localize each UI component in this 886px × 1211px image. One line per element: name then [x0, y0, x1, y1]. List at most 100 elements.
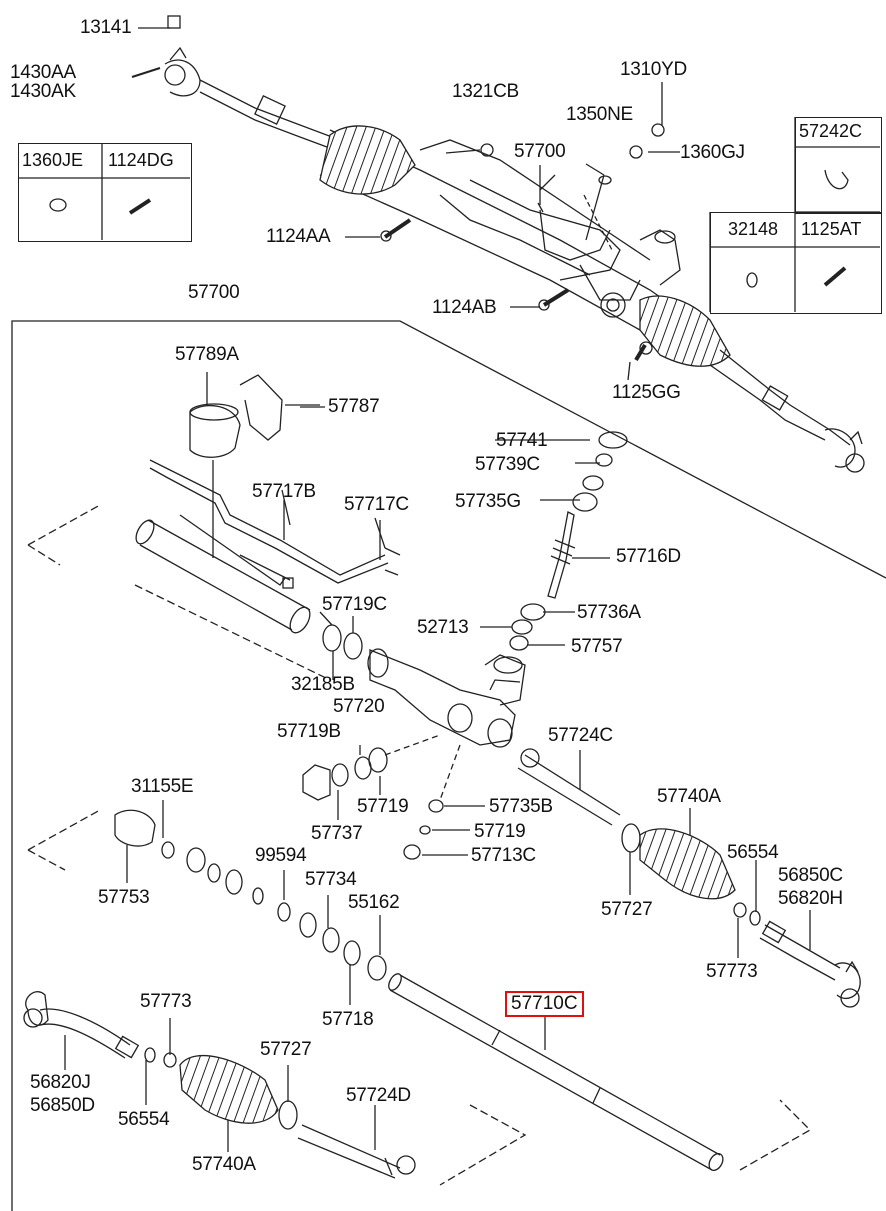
label-57719b: 57719B [277, 721, 341, 742]
clip-57242c [824, 169, 849, 190]
label-31155e: 31155E [131, 776, 194, 797]
label-57719-b: 57719 [474, 821, 526, 842]
label-57718: 57718 [322, 1009, 374, 1030]
label-1310yd: 1310YD [620, 59, 687, 80]
bolt-1124dg [128, 198, 152, 215]
ring-52713 [511, 619, 533, 635]
label-57737: 57737 [311, 823, 363, 844]
label-57727-left: 57727 [260, 1039, 312, 1060]
label-55162: 55162 [348, 892, 400, 913]
label-57739c: 57739C [475, 454, 540, 475]
seal-32185b [322, 624, 342, 652]
label-57719c: 57719C [322, 594, 387, 615]
bearing-57735g [572, 492, 598, 512]
label-1360gj: 1360GJ [680, 142, 745, 163]
table-cell-57242c: 57242C [799, 121, 863, 141]
label-56850d: 56850D [30, 1095, 95, 1116]
label-1430aa: 1430AA [10, 62, 76, 83]
label-1124ab: 1124AB [432, 297, 497, 318]
table-cell-1360je: 1360JE [22, 150, 84, 170]
parts-table-right-bottom [710, 212, 882, 314]
gear-housing [369, 649, 516, 746]
seal-57719c [343, 632, 363, 660]
seal-57735g [582, 475, 604, 491]
label-57710c-highlighted: 57710C [505, 991, 584, 1017]
label-13141: 13141 [80, 17, 132, 38]
label-57753: 57753 [98, 887, 150, 908]
snap-ring-57739c [595, 453, 613, 467]
bolt-1125at [823, 266, 847, 287]
top-right-boot [639, 295, 731, 367]
clamp-57727 [621, 823, 641, 853]
label-1125gg: 1125GG [612, 382, 681, 403]
parts-table-right-top [795, 117, 882, 214]
table-cell-1124dg: 1124DG [108, 150, 174, 170]
label-57713c: 57713C [471, 845, 536, 866]
table-cell-32148: 32148 [728, 219, 779, 239]
label-57741: 57741 [496, 430, 548, 451]
rack-57710c [389, 974, 721, 1171]
inner-tie-rod-57724c [517, 754, 621, 826]
label-57724c: 57724C [548, 725, 613, 746]
clamp-57727-left [278, 1100, 298, 1130]
parts-table-left [18, 143, 192, 242]
pinion-57716d [547, 511, 575, 599]
ring-57736a [520, 603, 546, 621]
label-57789a: 57789A [175, 344, 239, 365]
label-1124aa: 1124AA [266, 226, 331, 247]
label-56554-left: 56554 [118, 1109, 170, 1130]
table-cell-1125at: 1125AT [801, 219, 862, 239]
pipe-57717b [149, 459, 386, 576]
label-1430ak: 1430AK [10, 81, 76, 102]
label-57727-right: 57727 [601, 899, 653, 920]
top-left-boot [319, 125, 416, 195]
label-52713: 52713 [417, 617, 469, 638]
label-57740a-left: 57740A [192, 1154, 256, 1175]
label-56820j: 56820J [30, 1072, 91, 1093]
locknut-57737 [302, 764, 331, 801]
outer-tie-rod-56820j [39, 1008, 131, 1059]
label-32185b: 32185B [291, 674, 355, 695]
label-1321cb: 1321CB [452, 81, 519, 102]
boot-57740a-left [179, 1054, 279, 1124]
label-57700-box: 57700 [188, 282, 240, 303]
label-57719-a: 57719 [357, 796, 409, 817]
bushing-57753 [114, 809, 156, 847]
bushing-57789a [189, 404, 241, 458]
table-left-lines [18, 143, 190, 240]
cap-57741 [598, 431, 628, 449]
ring-57757 [509, 635, 529, 651]
ring-57719 [419, 825, 431, 835]
seal-57735b [428, 799, 444, 813]
inner-tie-rod-57724d [297, 1124, 401, 1179]
label-57773-left: 57773 [140, 991, 192, 1012]
label-57717b: 57717B [252, 481, 316, 502]
label-56820h: 56820H [778, 888, 843, 909]
label-57700-top: 57700 [514, 141, 566, 162]
label-56554-right: 56554 [727, 842, 779, 863]
label-1350ne: 1350NE [566, 104, 633, 125]
label-57787: 57787 [328, 396, 380, 417]
label-57716d: 57716D [616, 546, 681, 567]
label-57740a-right: 57740A [657, 786, 721, 807]
washer-32148 [746, 272, 758, 288]
label-57757: 57757 [571, 636, 623, 657]
outer-tie-rod-56820h [759, 924, 841, 981]
yoke-57719b [331, 763, 349, 787]
yoke-57719 [368, 747, 388, 773]
label-99594: 99594 [255, 845, 307, 866]
exploded-view-frame [11, 320, 886, 1211]
boot-57740a [639, 828, 736, 900]
label-57773-right: 57773 [706, 961, 758, 982]
label-57720: 57720 [333, 696, 385, 717]
rack-housing-tube [139, 519, 311, 631]
label-56850c: 56850C [778, 865, 843, 886]
ring-57713c [403, 844, 421, 860]
label-57724d: 57724D [346, 1085, 411, 1106]
nut-1360je [49, 198, 67, 212]
label-57735b: 57735B [489, 796, 553, 817]
seal-55162 [367, 955, 387, 981]
label-57736a: 57736A [577, 602, 641, 623]
